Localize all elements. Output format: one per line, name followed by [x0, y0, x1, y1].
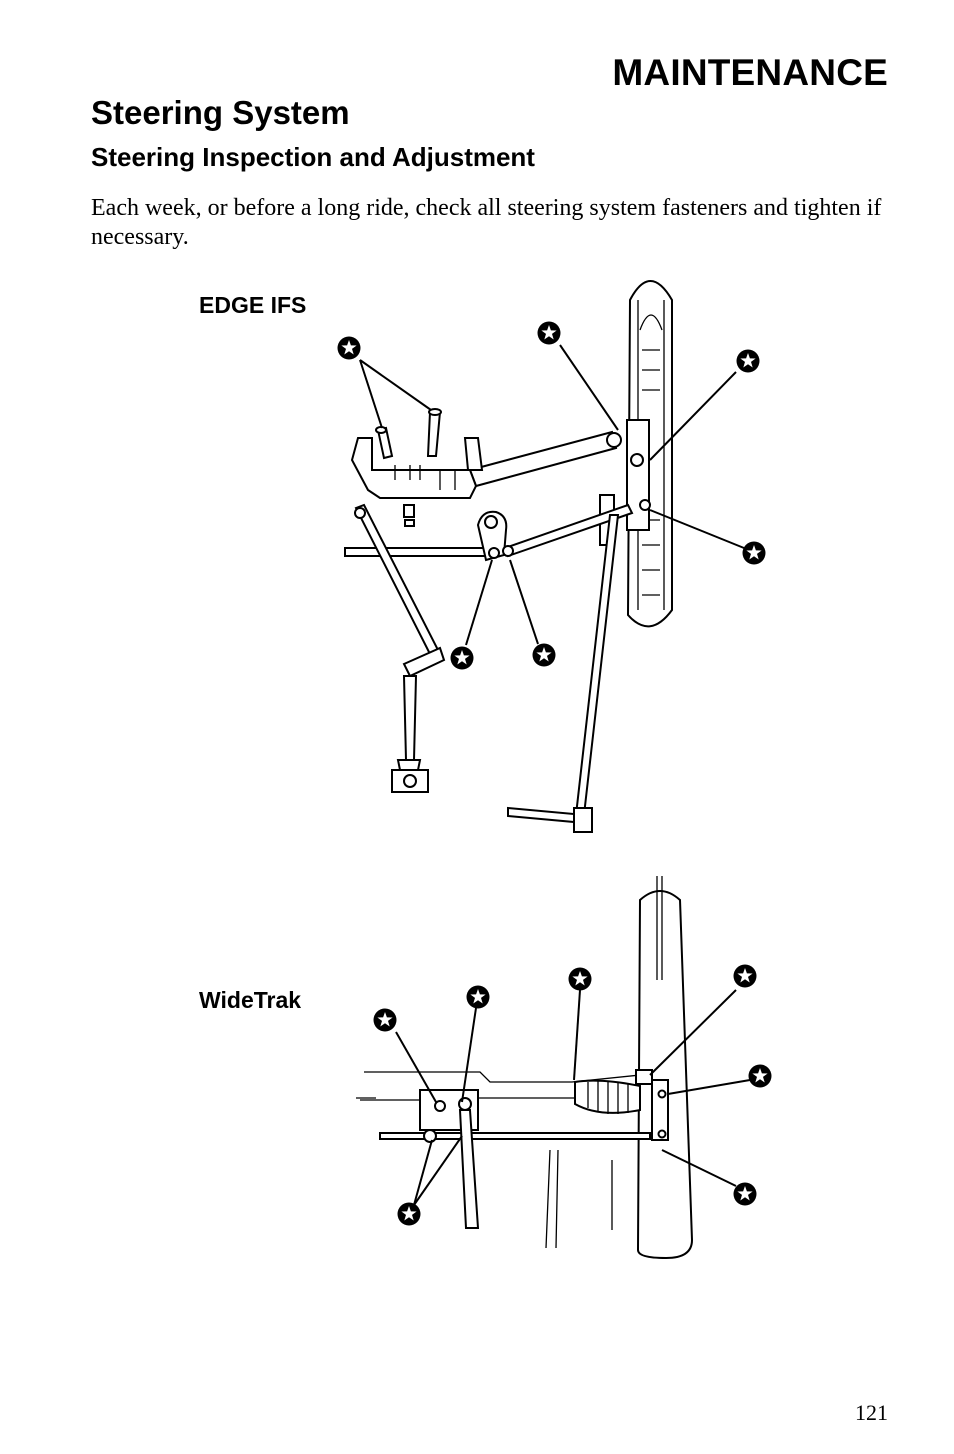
section-subtitle: Steering Inspection and Adjustment: [91, 142, 535, 172]
edge-callout-star-icon-2: [537, 321, 561, 345]
widetrak-label: WideTrak: [199, 987, 302, 1013]
widetrak-callout-star-icon-5: [748, 1064, 772, 1088]
widetrak-diagram: [356, 876, 751, 1260]
widetrak-callout-star-icon-6: [733, 1182, 757, 1206]
edge-callout-star-icon-3: [736, 349, 760, 373]
widetrak-callout-star-icon-7: [397, 1202, 421, 1226]
section-header: MAINTENANCE: [612, 52, 888, 93]
widetrak-callout-star-icon-4: [733, 964, 757, 988]
edge-ifs-diagram: [344, 280, 745, 833]
edge-callout-star-icon-1: [337, 336, 361, 360]
edge-callout-star-icon-6: [532, 643, 556, 667]
widetrak-callout-star-icon-1: [373, 1008, 397, 1032]
edge-ifs-label: EDGE IFS: [199, 292, 307, 318]
edge-callout-star-icon-5: [450, 646, 474, 670]
instruction-paragraph: Each week, or before a long ride, check …: [91, 195, 882, 250]
edge-callout-star-icon-4: [742, 541, 766, 565]
widetrak-callout-star-icon-3: [568, 967, 592, 991]
page-title: Steering System: [91, 94, 350, 131]
widetrak-callout-star-icon-2: [466, 985, 490, 1009]
page-number: 121: [855, 1400, 888, 1425]
